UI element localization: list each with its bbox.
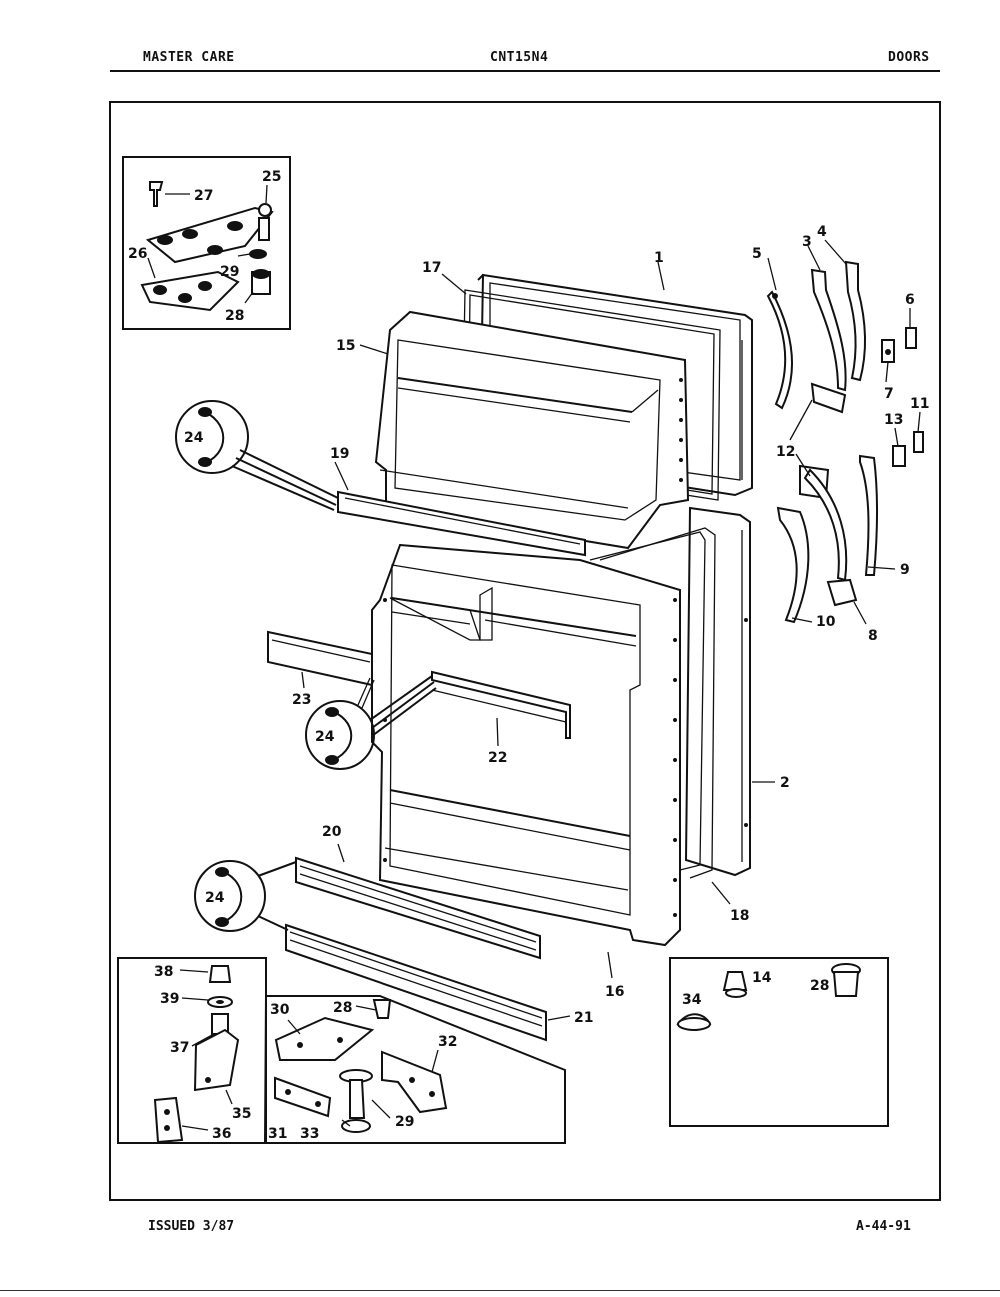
callout-18: 18 <box>730 908 749 924</box>
callout-24-mid: 24 <box>315 729 335 745</box>
callout-33: 33 <box>300 1126 319 1142</box>
callout-28-inset: 28 <box>225 308 244 324</box>
callout-27: 27 <box>194 188 213 204</box>
callout-29-inset: 29 <box>220 264 239 280</box>
footer-code: A-44-91 <box>856 1219 911 1234</box>
inset-hinge-parts <box>263 995 566 1144</box>
inset-top-hinge <box>122 156 291 330</box>
header-center: CNT15N4 <box>490 50 549 65</box>
freezer-shelf-19 <box>337 490 586 557</box>
header-right: DOORS <box>888 50 930 65</box>
callout-37: 37 <box>170 1040 189 1056</box>
freezer-door-liner <box>374 310 690 550</box>
callout-23: 23 <box>292 692 311 708</box>
leader-lines <box>179 239 921 1131</box>
door-shelf-23 <box>267 630 373 687</box>
retainer-detail-24-bottom <box>194 860 297 932</box>
callout-9: 9 <box>900 562 910 578</box>
callout-26: 26 <box>128 246 147 262</box>
door-shelf-21 <box>285 923 547 1042</box>
callout-36: 36 <box>212 1126 231 1142</box>
fresh-food-door-liner <box>371 543 681 947</box>
callout-28-plug: 28 <box>810 978 829 994</box>
callout-21: 21 <box>574 1010 593 1026</box>
handle-parts-upper <box>766 260 924 467</box>
callout-16: 16 <box>605 984 624 1000</box>
inset-plugs <box>669 957 889 1127</box>
callout-14: 14 <box>752 970 772 986</box>
fresh-food-door-outer <box>589 506 751 879</box>
callout-12: 12 <box>776 444 795 460</box>
footer-issued: ISSUED 3/87 <box>148 1219 235 1234</box>
callout-19: 19 <box>330 446 349 462</box>
header-left: MASTER CARE <box>143 50 235 65</box>
callout-31: 31 <box>268 1126 287 1142</box>
callout-4: 4 <box>817 224 827 240</box>
callout-34: 34 <box>682 992 702 1008</box>
callout-13: 13 <box>884 412 903 428</box>
callout-7: 7 <box>884 386 894 402</box>
callout-8: 8 <box>868 628 878 644</box>
handle-parts-lower <box>776 454 878 624</box>
callout-20: 20 <box>322 824 342 840</box>
header-rule <box>110 70 940 72</box>
retainer-detail-24-top <box>175 400 339 511</box>
callout-35: 35 <box>232 1106 251 1122</box>
callout-6: 6 <box>905 292 915 308</box>
door-shelf-20 <box>295 856 541 960</box>
callout-28-hinge: 28 <box>333 1000 352 1016</box>
callout-2: 2 <box>780 775 790 791</box>
callout-1: 1 <box>654 250 664 266</box>
callout-15: 15 <box>336 338 355 354</box>
callout-22: 22 <box>488 750 507 766</box>
callout-32: 32 <box>438 1034 457 1050</box>
callout-11: 11 <box>910 396 929 412</box>
callout-17: 17 <box>422 260 441 276</box>
callout-10: 10 <box>816 614 836 630</box>
diagram-frame <box>109 101 941 1201</box>
bottom-rule <box>0 1290 1000 1291</box>
inset-lower-hinge <box>117 957 267 1144</box>
callout-labels: 1 2 3 4 5 6 7 8 9 10 11 12 13 14 15 16 1… <box>128 169 929 1142</box>
callout-24-top: 24 <box>184 430 204 446</box>
callout-3: 3 <box>802 234 812 250</box>
callout-24-bottom: 24 <box>205 890 225 906</box>
callout-38: 38 <box>154 964 173 980</box>
callout-30: 30 <box>270 1002 290 1018</box>
callout-39: 39 <box>160 991 179 1007</box>
callout-5: 5 <box>752 246 762 262</box>
callout-25: 25 <box>262 169 281 185</box>
retainer-detail-24-mid <box>305 675 437 770</box>
callout-29-hinge: 29 <box>395 1114 414 1130</box>
door-shelf-22 <box>431 670 571 739</box>
